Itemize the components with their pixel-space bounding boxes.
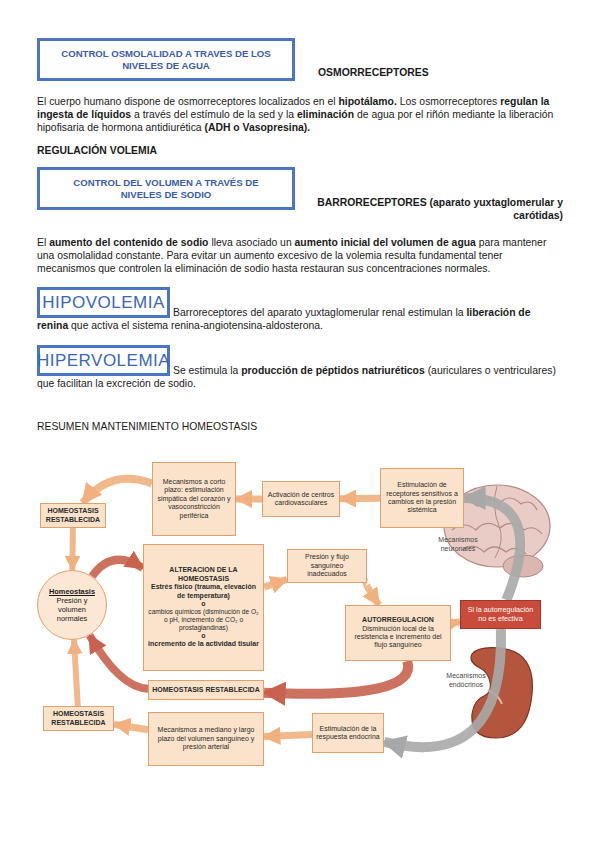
process-box: Mecanismos a corto plazo: estimulación s… [152, 462, 236, 536]
text-run: lleva asociado un [211, 237, 291, 248]
flow-arrow [69, 528, 75, 570]
heading: REGULACIÓN VOLEMIA [37, 144, 337, 157]
text-run: a través del estímulo de la sed y la [134, 109, 294, 120]
node-text: cambios químicos (disminución de O₂ o pH… [147, 608, 260, 631]
node-text: Estrés físico (trauma, elevación de temp… [147, 583, 260, 600]
node-text: Activación de centros cardiovasculares [266, 491, 336, 508]
flow-arrow [92, 560, 143, 577]
bold-text: hipotálamo. [339, 96, 397, 107]
caption-label: Mecanismos neuronales [432, 536, 484, 553]
heading: RESUMEN MANTENIMIENTO HOMEOSTASIS [37, 420, 437, 433]
text-run: que activa el sistema renina-angiotensin… [71, 320, 323, 331]
node-text: CONTROL DEL VOLUMEN A TRAVÉS DE NIVELES … [58, 177, 274, 201]
bold-text: aumento del contenido de sodio [49, 237, 208, 248]
heading: BARRORECEPTORES (aparato yuxtaglomerular… [300, 196, 563, 222]
text-run: Los osmorreceptores [400, 96, 498, 107]
process-box: Presión y flujo sanguíneo inadecuados [287, 549, 367, 583]
node-text: Si la autorregulación no es efectiva [467, 606, 534, 623]
text-run: Se estimula la [173, 365, 238, 376]
body-text: El aumento del contenido de sodio lleva … [37, 236, 563, 275]
process-box: Mecanismos a mediano y largo plazo del v… [148, 712, 264, 766]
alert-box: Si la autorregulación no es efectiva [460, 600, 541, 629]
node-text: Estimulación de receptores sensitivos a … [384, 481, 460, 515]
flow-arrow [83, 479, 152, 503]
node-text: HOMEOSTASIS RESTABLECIDA [47, 710, 110, 727]
node-text: incremento de la actividad tisular [148, 640, 259, 648]
flow-arrow [451, 622, 460, 624]
bold-text: (ADH o Vasopresina). [205, 122, 311, 133]
heading-box: CONTROL DEL VOLUMEN A TRAVÉS DE NIVELES … [37, 167, 295, 210]
keyword-box: HIPOVOLEMIA [37, 287, 170, 318]
body-text: Se estimula la producción de péptidos na… [37, 364, 563, 390]
node-text: o [201, 632, 205, 640]
heading-box: CONTROL OSMOLALIDAD A TRAVES DE LOS NIVE… [37, 38, 295, 81]
body-text: Barroreceptores del aparato yuxtaglomeru… [37, 306, 563, 332]
node-text: Presión y volumen normales [44, 596, 100, 623]
keyword-box: HIPERVOLEMIA [37, 345, 170, 376]
node-text: HOMEOSTASIS RESTABLECIDA [152, 686, 259, 694]
heading: OSMORRECEPTORES [318, 66, 563, 79]
node-text: HIPOVOLEMIA [42, 293, 165, 313]
text-run: El [37, 237, 46, 248]
process-box: Estimulación de la respuesta endocrina [312, 713, 384, 753]
node-text: Estimulación de la respuesta endocrina [316, 725, 380, 742]
body-text: El cuerpo humano dispone de osmorrecepto… [37, 95, 563, 134]
bold-text: eliminación [297, 109, 354, 120]
node-text: AUTORREGULACION [362, 616, 434, 624]
text-run: RESUMEN MANTENIMIENTO HOMEOSTASIS [37, 421, 257, 432]
node-text: Homeostasis [49, 587, 95, 596]
flow-arrow [264, 735, 312, 737]
flow-arrow [366, 582, 379, 605]
flow-arrow [236, 496, 262, 503]
process-box: ALTERACION DE LA HOMEOSTASISEstrés físic… [143, 544, 264, 671]
result-box: HOMEOSTASIS RESTABLECIDA [148, 680, 264, 700]
bold-text: REGULACIÓN VOLEMIA [37, 145, 157, 156]
process-box: AUTORREGULACIONDisminución local de la r… [345, 605, 451, 661]
state-circle: HomeostasisPresión y volumen normales [37, 570, 107, 640]
process-box: Estimulación de receptores sensitivos a … [380, 468, 464, 528]
flow-arrow [114, 724, 148, 729]
node-text: Disminución local de la resistencia e in… [349, 625, 447, 650]
text-run: El cuerpo humano dispone de osmorrecepto… [37, 96, 336, 107]
node-text: HIPERVOLEMIA [37, 351, 170, 371]
flow-arrow [264, 579, 287, 587]
node-text: HOMEOSTASIS RESTABLECIDA [44, 507, 102, 524]
node-text: Presión y flujo sanguíneo inadecuados [291, 553, 363, 578]
node-text: CONTROL OSMOLALIDAD A TRAVES DE LOS NIVE… [58, 48, 274, 72]
node-text: Mecanismos a mediano y largo plazo del v… [152, 726, 260, 751]
process-box: Activación de centros cardiovasculares [262, 481, 340, 517]
flow-arrow [90, 635, 148, 688]
text-run: Barroreceptores del aparato yuxtaglomeru… [173, 307, 464, 318]
flow-arrow [264, 661, 408, 694]
flow-arrow [74, 640, 78, 706]
node-text: Mecanismos a corto plazo: estimulación s… [156, 478, 232, 520]
bold-text: aumento inicial del volumen de agua [295, 237, 476, 248]
caption-label: Mecanismos endócrinos [440, 672, 492, 689]
result-box: HOMEOSTASIS RESTABLECIDA [43, 706, 114, 731]
text-run: Mecanismos endócrinos [446, 672, 485, 688]
node-text: o [201, 600, 205, 608]
bold-text: producción de péptidos natriuréticos [241, 365, 425, 376]
result-box: HOMEOSTASIS RESTABLECIDA [40, 503, 106, 528]
flow-arrow [340, 495, 380, 502]
text-run: Mecanismos neuronales [438, 536, 477, 552]
node-text: ALTERACION DE LA HOMEOSTASIS [147, 566, 260, 583]
bold-text: OSMORRECEPTORES [318, 67, 429, 78]
bold-text: BARRORECEPTORES (aparato yuxtaglomerular… [317, 197, 563, 221]
